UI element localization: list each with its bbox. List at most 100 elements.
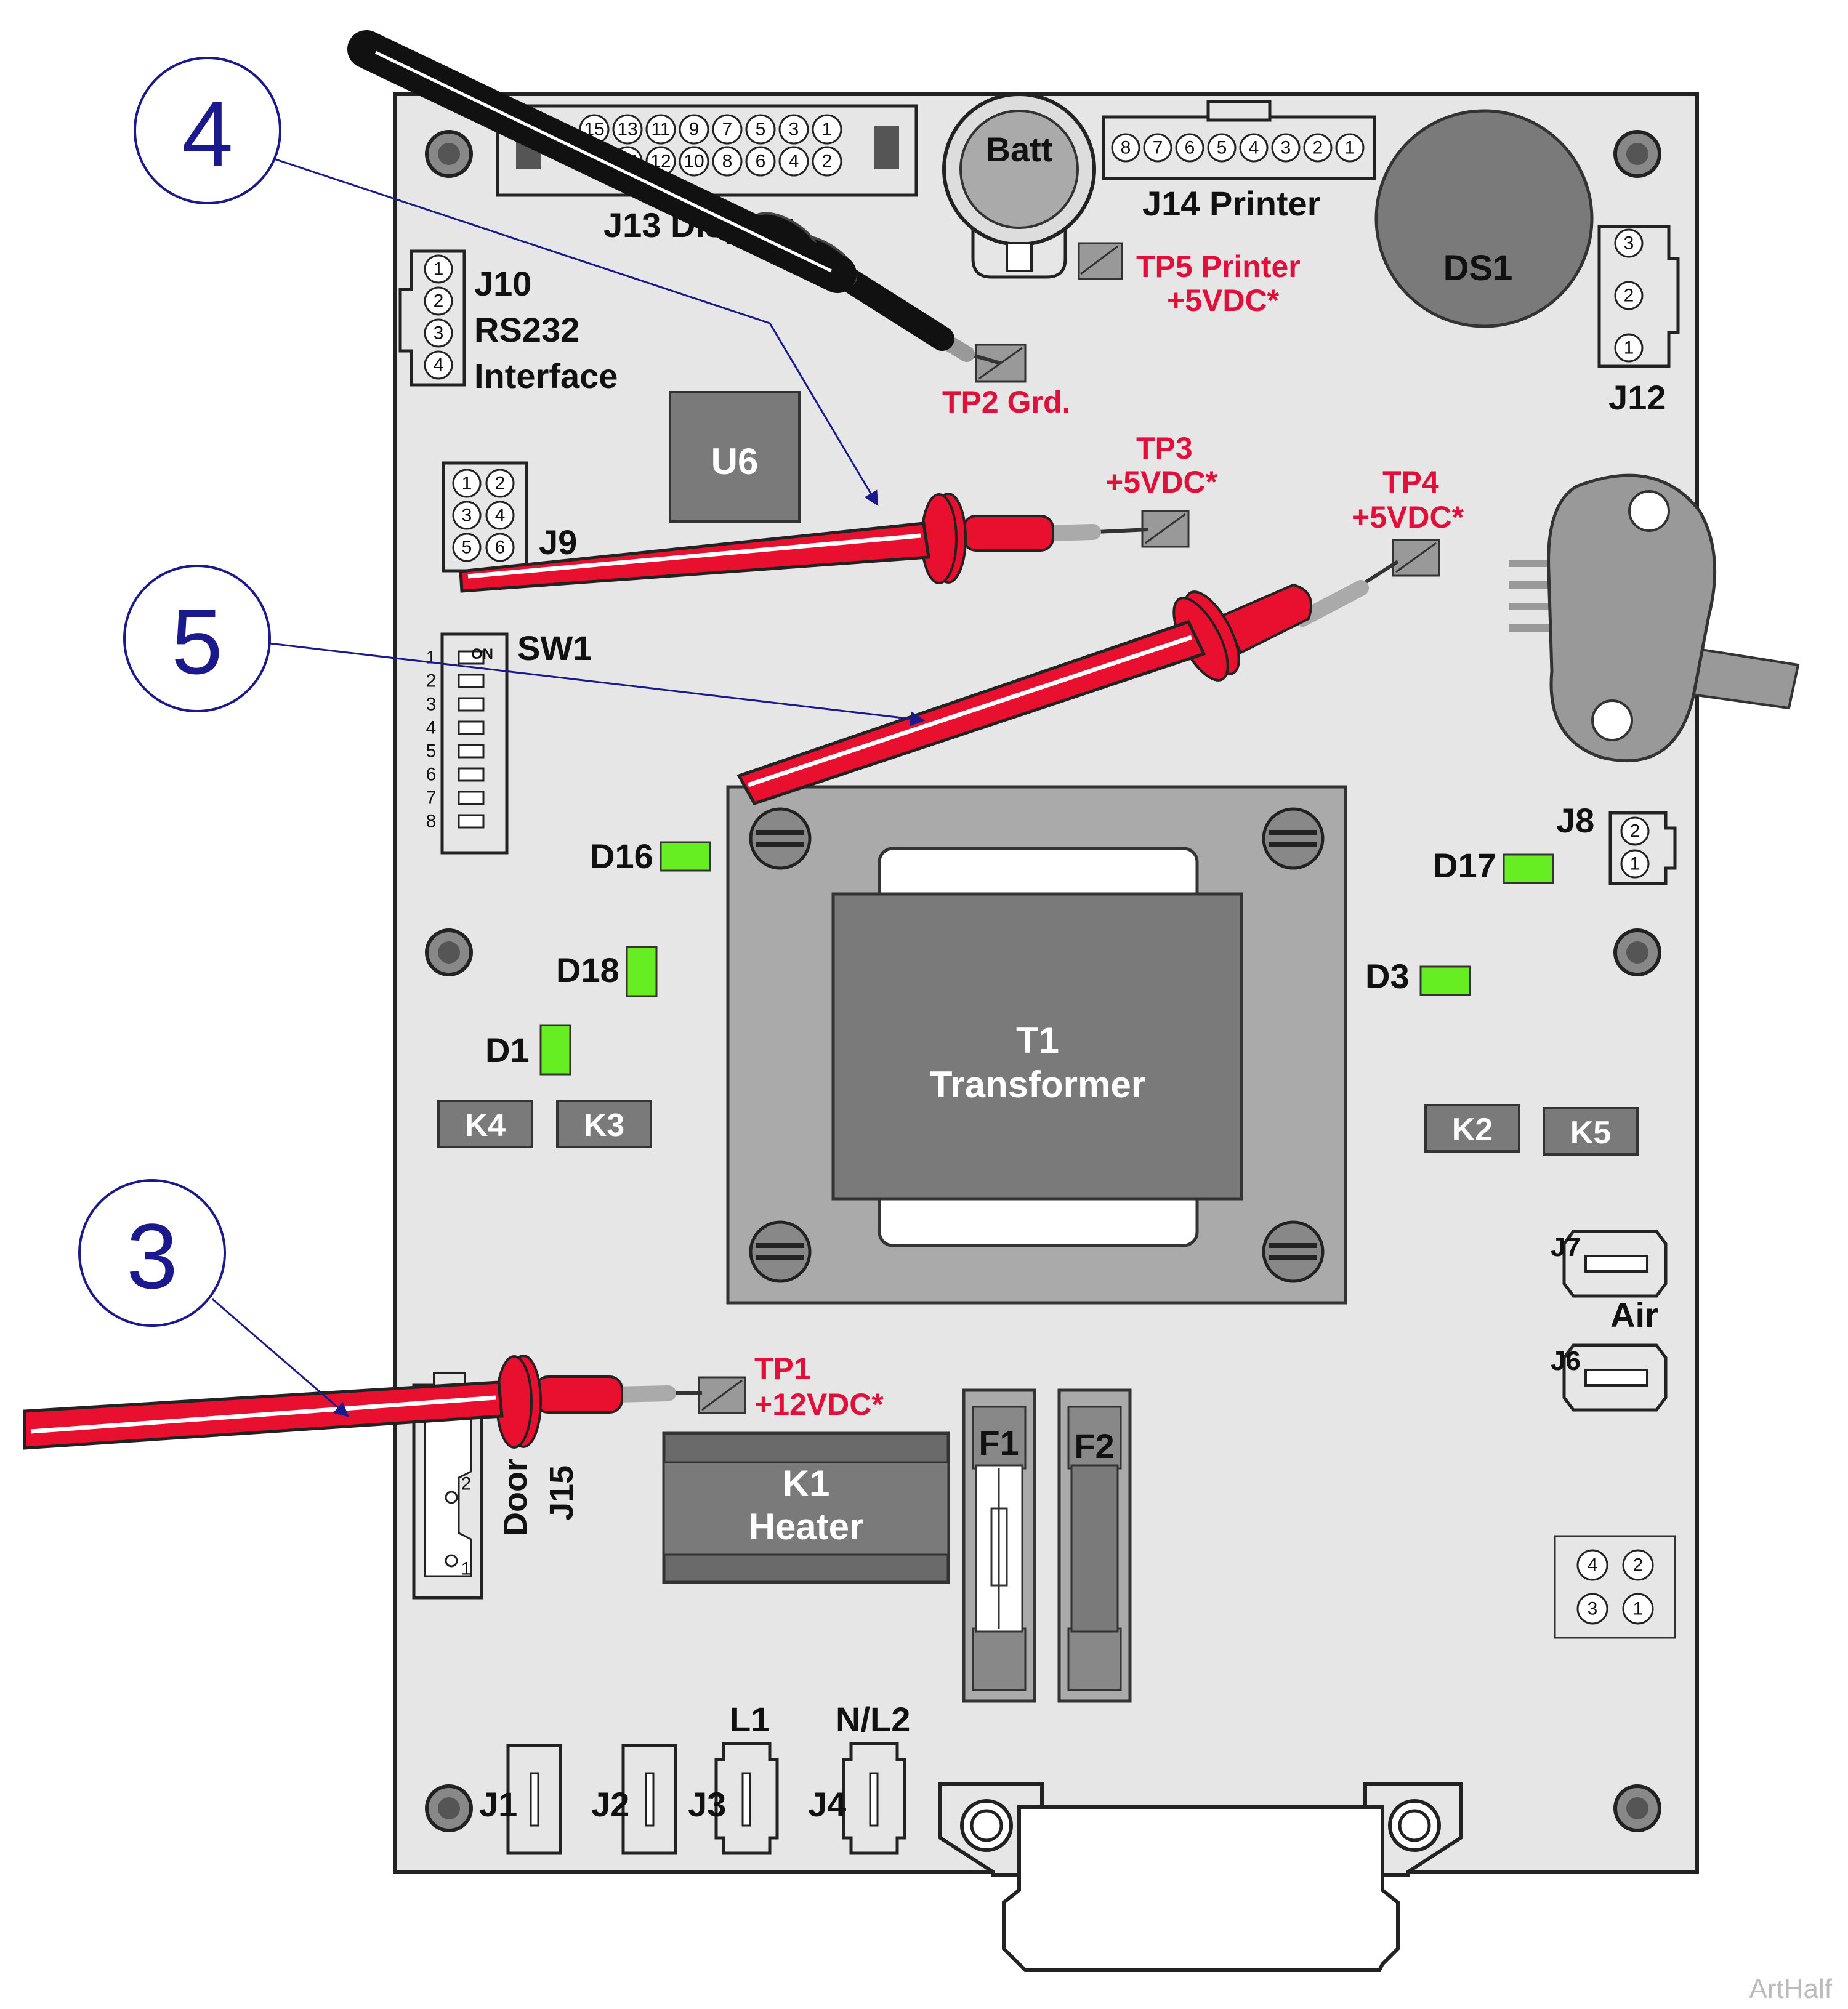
relay-k3: K3: [556, 1100, 652, 1148]
sw1-slot: [458, 791, 485, 805]
svg-text:F1: F1: [978, 1423, 1019, 1462]
ds1-label: DS1: [1443, 248, 1513, 288]
svg-text:2: 2: [1624, 286, 1634, 306]
svg-text:1: 1: [462, 473, 472, 494]
tp1-label-2: +12VDC*: [754, 1387, 884, 1422]
svg-text:3: 3: [126, 1204, 177, 1308]
svg-text:5: 5: [462, 537, 472, 558]
fuse-f2: F2: [1057, 1388, 1132, 1703]
sw1-slot: [458, 767, 485, 782]
j3-connector: J3 L1: [688, 1700, 779, 1855]
led-d18: D18: [556, 946, 658, 997]
j13-pin: [778, 146, 809, 177]
sw1-slot: [458, 720, 485, 735]
t1-label-2: Transformer: [930, 1064, 1145, 1105]
j14-pin: [1207, 133, 1237, 163]
j14-pin-label: 4: [1249, 138, 1259, 158]
sw1-position-label: 5: [426, 741, 437, 762]
tp5-label-1: TP5 Printer: [1136, 249, 1301, 284]
j14-pin-label: 5: [1217, 138, 1227, 158]
fuse-f1: F1: [962, 1388, 1036, 1703]
svg-text:5: 5: [171, 590, 222, 693]
j8-connector: 2 1 J8: [1556, 801, 1677, 885]
svg-text:3: 3: [462, 505, 472, 526]
tp2-label: TP2 Grd.: [942, 385, 1070, 419]
tp1-test-point: TP1 +12VDC*: [698, 1351, 884, 1422]
j15-label: J15: [543, 1465, 580, 1521]
relay-k4: K4: [437, 1100, 533, 1148]
t1-transformer: T1 Transformer: [726, 785, 1347, 1305]
tp3-label-2: +5VDC*: [1105, 465, 1218, 499]
t1-label-1: T1: [1016, 1020, 1059, 1061]
sw1-slot: [458, 650, 485, 665]
j13-pin-label: 5: [756, 119, 766, 140]
svg-text:6: 6: [495, 537, 506, 558]
j14-pin-label: 3: [1281, 138, 1291, 158]
j13-pin-label: 6: [756, 151, 766, 172]
svg-text:2: 2: [1633, 1555, 1644, 1576]
svg-text:J3: J3: [688, 1785, 726, 1824]
j13-pin-label: 7: [722, 119, 733, 140]
sw1-position-label: 3: [426, 694, 437, 715]
svg-text:2: 2: [461, 1474, 472, 1494]
j8-label: J8: [1556, 801, 1594, 840]
j14-pin: [1239, 133, 1269, 163]
ds1-buzzer: DS1: [1374, 109, 1594, 328]
svg-text:4: 4: [182, 82, 233, 185]
tp4-test-point: TP4 +5VDC*: [1352, 465, 1464, 577]
red-probe-tp4: [736, 560, 1399, 806]
svg-text:F2: F2: [1074, 1427, 1114, 1465]
sw1-slot: [458, 697, 485, 712]
j12-connector: 3 2 1 J12: [1597, 225, 1680, 417]
watermark: ArtHalf: [1749, 1974, 1833, 2004]
sw1-position-label: 2: [426, 671, 437, 691]
led-d3: D3: [1365, 957, 1471, 996]
j13-pin: [612, 114, 643, 145]
callout-4: 4: [134, 57, 879, 507]
led-d16: D16: [590, 837, 711, 876]
svg-text:D3: D3: [1365, 957, 1410, 996]
tp3-label-1: TP3: [1136, 431, 1193, 465]
j13-pin-label: 9: [689, 119, 700, 140]
j13-pin: [645, 114, 676, 145]
relay-k5: K5: [1543, 1107, 1639, 1156]
svg-text:D17: D17: [1433, 846, 1496, 885]
u6-chip: U6: [669, 391, 801, 523]
k1-label-2: Heater: [749, 1506, 864, 1547]
j13-pin-label: 10: [684, 151, 704, 172]
k1-label-1: K1: [783, 1463, 830, 1504]
svg-text:3: 3: [434, 323, 444, 344]
k1-heater-relay: K1 Heater: [662, 1431, 950, 1584]
j9-label: J9: [539, 523, 577, 562]
j13-pin: [712, 114, 743, 145]
callout-3: 3: [78, 1179, 349, 1417]
j13-pin: [712, 146, 743, 177]
sw1-slot: [458, 814, 485, 829]
j13-pin: [778, 114, 809, 145]
svg-text:K4: K4: [465, 1108, 506, 1143]
relay-k2: K2: [1424, 1104, 1520, 1153]
svg-text:J4: J4: [808, 1785, 846, 1824]
j13-pin-label: 13: [617, 119, 637, 140]
tp5-label-2: +5VDC*: [1167, 283, 1280, 318]
svg-text:K3: K3: [584, 1108, 624, 1143]
tp4-label-1: TP4: [1382, 465, 1439, 499]
j13-pin-label: 2: [822, 151, 833, 172]
svg-text:1: 1: [1630, 854, 1640, 874]
j14-pin: [1271, 133, 1301, 163]
sw1-label: SW1: [517, 629, 592, 667]
svg-text:D18: D18: [556, 951, 619, 989]
red-probe-tp3: [459, 493, 1149, 593]
j13-pin-label: 3: [789, 119, 799, 140]
j4-connector: J4 N/L2: [808, 1700, 910, 1855]
j7-label: J7: [1551, 1232, 1581, 1262]
j14-pin: [1303, 133, 1333, 163]
j6-connector: J6: [1551, 1343, 1668, 1412]
j15-connector: 2 1 Door J15: [412, 1372, 580, 1600]
air-label: Air: [1610, 1295, 1658, 1334]
j6-label: J6: [1551, 1346, 1581, 1376]
j14-pin-label: 6: [1185, 138, 1195, 158]
svg-text:K2: K2: [1452, 1112, 1493, 1148]
svg-text:2: 2: [434, 291, 444, 312]
